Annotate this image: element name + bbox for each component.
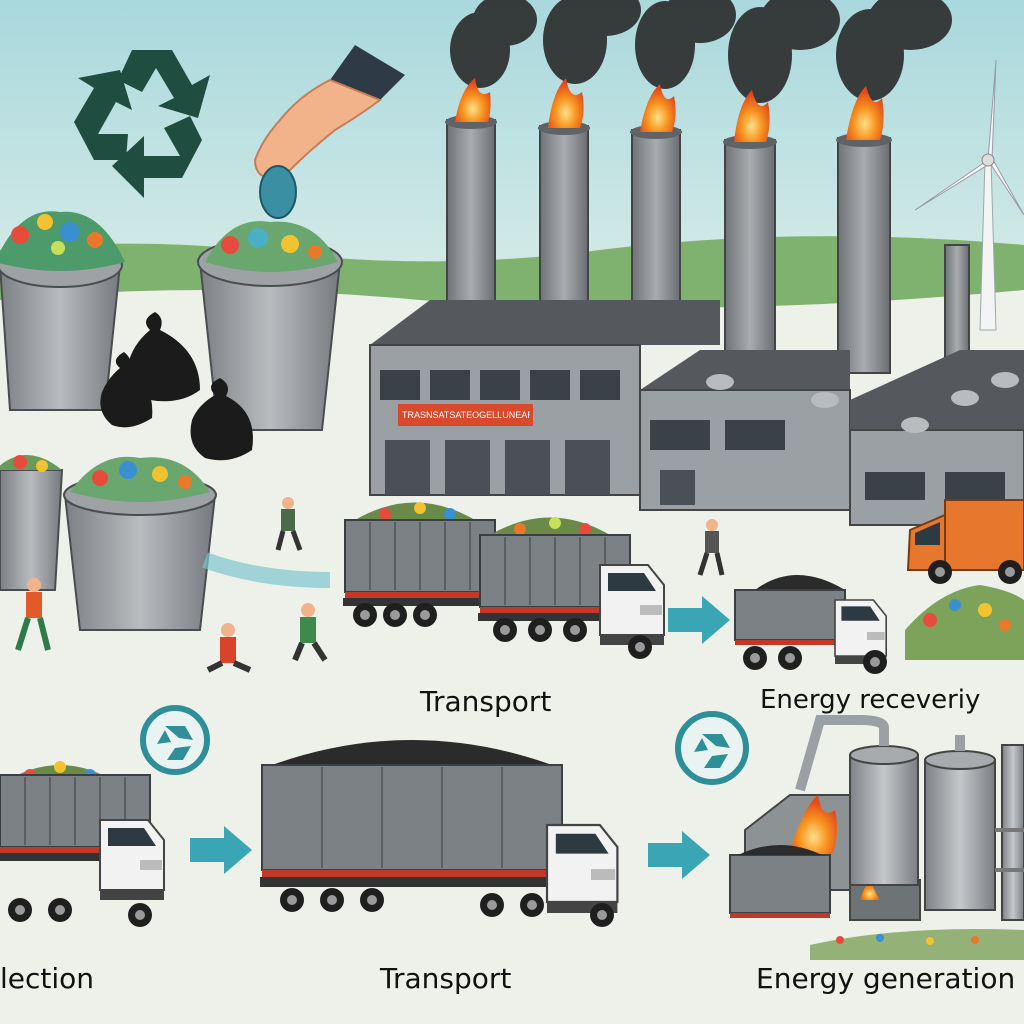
garbage-bag-icon (100, 312, 253, 461)
dump-truck-icon (477, 517, 665, 659)
incinerator-icon (729, 794, 921, 921)
dump-truck-icon (0, 761, 165, 927)
smoke (450, 0, 952, 103)
person-icon (15, 497, 725, 673)
label-energy-generation: Energy generation (756, 962, 1016, 995)
hand-icon (253, 45, 405, 219)
waste-pile (905, 585, 1024, 660)
label-transport-bottom: Transport (380, 962, 512, 995)
factory-sign: TRASNSATSATEOGELLUNEARATIGEENRNGBAN (402, 410, 530, 420)
wind-turbine-icon (914, 59, 1024, 331)
trash-can-icon (0, 211, 125, 411)
recycle-icon (74, 50, 210, 198)
dump-truck-icon (342, 502, 498, 627)
factory-icon (369, 300, 1024, 526)
storage-tank-icon (795, 715, 1024, 921)
fire (455, 78, 884, 142)
dump-truck-icon (906, 499, 1024, 584)
trash-can-icon (63, 456, 217, 631)
dump-truck-icon (260, 740, 619, 927)
label-collection: lection (0, 962, 95, 995)
trash-can-icon (197, 221, 343, 431)
trash-can-icon (0, 455, 64, 591)
smokestack-icon (445, 115, 970, 374)
waste-pile (810, 929, 1024, 960)
recycle-badge-icon (140, 705, 210, 775)
recycle-badge-icon (675, 711, 749, 785)
label-transport-top: Transport (420, 685, 552, 718)
dump-truck-icon (734, 575, 888, 674)
label-energy-recovery: Energy receveriy (760, 685, 981, 715)
